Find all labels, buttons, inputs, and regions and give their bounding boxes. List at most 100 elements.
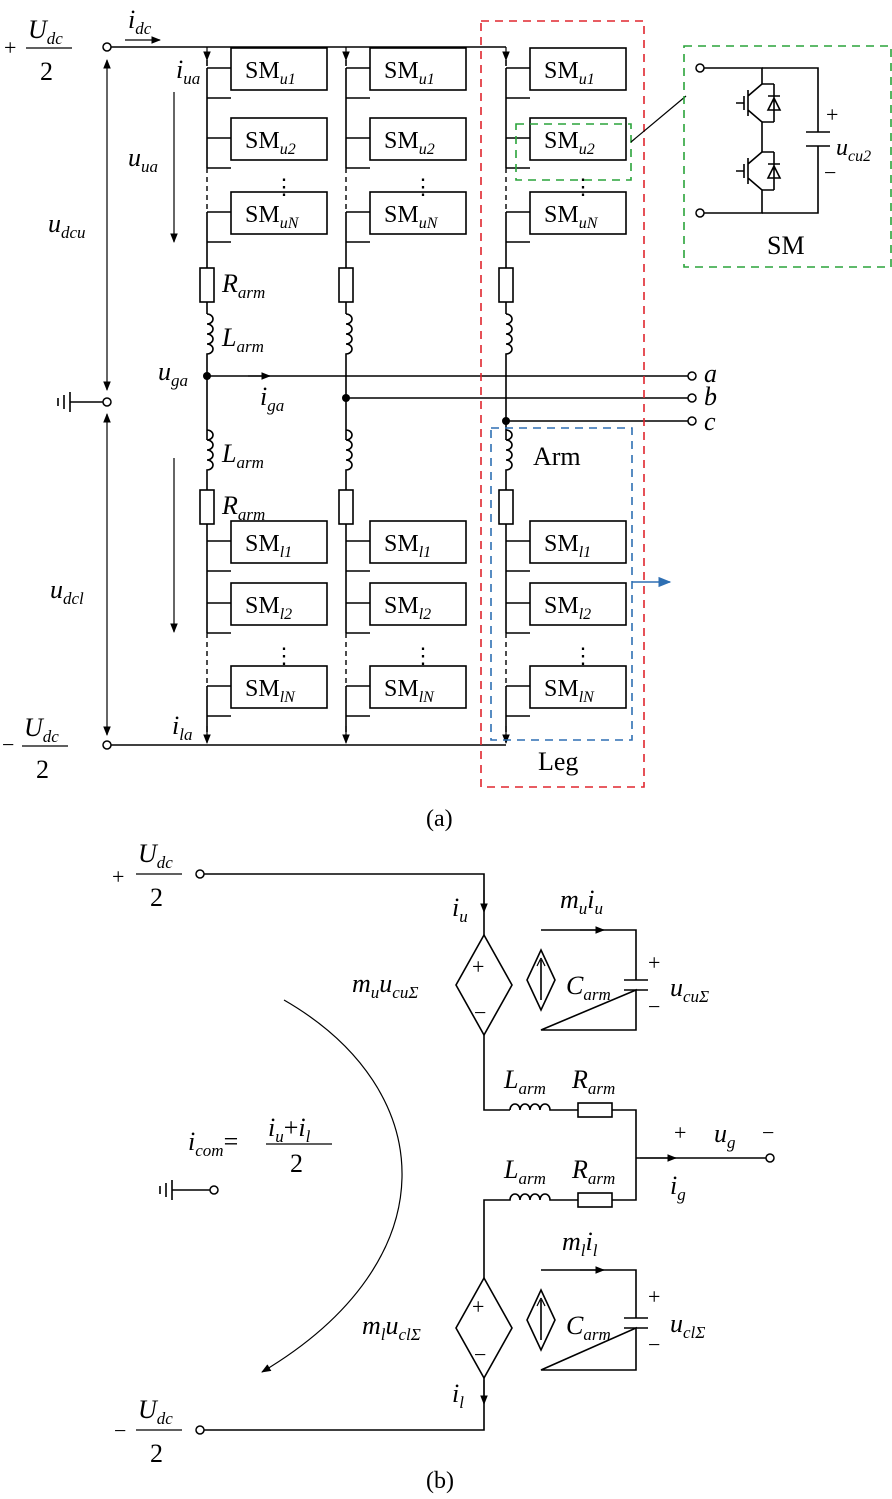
- b-i-com-num: iu+il: [268, 1113, 311, 1146]
- sm-highlight-box: [515, 123, 632, 181]
- svg-text:SMuN: SMuN: [544, 202, 599, 232]
- b-i-l-label: il: [452, 1379, 464, 1412]
- b-pos-den: 2: [150, 883, 163, 912]
- svg-text:⋮: ⋮: [273, 174, 295, 199]
- sm-lower-1-1: SMl2: [346, 582, 467, 634]
- sm-plus: +: [826, 102, 838, 127]
- b-neg-den: 2: [150, 1439, 163, 1468]
- svg-text:SMlN: SMlN: [384, 676, 435, 706]
- b-i-u-label: iu: [452, 893, 468, 926]
- i-ga-label: iga: [260, 382, 284, 415]
- arm-label: Arm: [533, 442, 581, 471]
- sm-lower-2-0: SMl1: [506, 520, 627, 572]
- b-cur-u-label: muiu: [560, 885, 603, 918]
- pos-num: Udc: [28, 15, 63, 48]
- sm-detail-box: [683, 45, 892, 268]
- svg-text:SMl1: SMl1: [544, 531, 591, 561]
- b-src-u-label: muucuΣ: [352, 969, 418, 1002]
- svg-text:SMuN: SMuN: [384, 202, 439, 232]
- upper-resistor: [577, 1102, 613, 1118]
- svg-text:+: +: [648, 1284, 660, 1309]
- svg-text:SMu1: SMu1: [544, 58, 595, 88]
- i-dc-label: idc: [128, 5, 152, 38]
- b-pos-sign: +: [112, 864, 124, 889]
- terminal-a: [687, 371, 697, 381]
- b-u-g-label: ug: [714, 1119, 736, 1152]
- svg-text:SMu1: SMu1: [384, 58, 435, 88]
- svg-text:⋮: ⋮: [273, 643, 295, 668]
- b-c-arm-lower-label: Carm: [566, 1311, 611, 1344]
- svg-text:SMu2: SMu2: [245, 128, 296, 158]
- pos-den: 2: [40, 57, 53, 86]
- upper-inductor: [509, 1103, 578, 1111]
- sm-lower-1-0: SMl1: [346, 520, 467, 572]
- lower-inductor: [483, 1193, 578, 1278]
- figure-b: + Udc 2 iu + − muucuΣ muiu Carm + − ucuΣ…: [112, 839, 775, 1494]
- phase-b-label: b: [704, 382, 717, 411]
- terminal-b: [687, 393, 697, 403]
- sm-upper-2-1: SMu2: [506, 117, 627, 169]
- b-u-cus-label: ucuΣ: [670, 973, 709, 1006]
- svg-text:SMlN: SMlN: [245, 676, 296, 706]
- r-arm-upper-label: Rarm: [221, 269, 265, 302]
- b-l-arm-upper-label: Larm: [503, 1065, 546, 1098]
- i-ua-label: iua: [176, 55, 200, 88]
- sm-lower-0-0: SMl1: [207, 520, 328, 572]
- b-u-cls-label: uclΣ: [670, 1309, 705, 1342]
- sm-lower-0-2: SMlN: [207, 665, 328, 717]
- u-ua-label: uua: [128, 143, 158, 176]
- svg-text:−: −: [474, 1000, 486, 1025]
- b-r-arm-upper-label: Rarm: [571, 1065, 615, 1098]
- svg-text:−: −: [474, 1342, 486, 1367]
- svg-text:SMu2: SMu2: [544, 128, 595, 158]
- b-i-g-label: ig: [670, 1171, 686, 1204]
- dc-positive-terminal: [102, 42, 112, 52]
- b-r-arm-lower-label: Rarm: [571, 1155, 615, 1188]
- svg-text:+: +: [648, 950, 660, 975]
- svg-text:SMlN: SMlN: [544, 676, 595, 706]
- caption-b: (b): [426, 1468, 454, 1494]
- svg-text:−: −: [648, 994, 660, 1019]
- svg-text:SMu1: SMu1: [245, 58, 296, 88]
- pos-sign: +: [4, 35, 16, 60]
- terminal-c: [687, 416, 697, 426]
- sm-upper-1-0: SMu1: [346, 47, 467, 99]
- svg-text:SMu2: SMu2: [384, 128, 435, 158]
- midpoint-terminal: [102, 397, 112, 407]
- dc-negative-terminal: [102, 740, 112, 750]
- l-arm-lower-label: Larm: [221, 439, 264, 472]
- sm-upper-2-0: SMu1: [506, 47, 627, 99]
- caption-a: (a): [426, 806, 453, 832]
- svg-text:SMl2: SMl2: [384, 593, 431, 623]
- u-dcu-label: udcu: [48, 209, 86, 242]
- svg-text:SMl1: SMl1: [384, 531, 431, 561]
- ground-icon-a: [57, 392, 103, 412]
- leg-label: Leg: [538, 747, 578, 776]
- sm-upper-1-2: SMuN: [346, 191, 467, 243]
- b-neg-sign: −: [114, 1418, 126, 1443]
- svg-text:SMl2: SMl2: [245, 593, 292, 623]
- r-arm-lower-label: Rarm: [221, 491, 265, 524]
- lower-current-source: [526, 1288, 556, 1352]
- svg-text:SMuN: SMuN: [245, 202, 300, 232]
- phase-a-label: a: [704, 359, 717, 388]
- sm-upper-0-0: SMu1: [207, 47, 328, 99]
- svg-text:+: +: [472, 954, 484, 979]
- b-pos-num: Udc: [138, 839, 173, 872]
- neg-sign: −: [2, 732, 14, 757]
- u-dcl-label: udcl: [50, 575, 84, 608]
- svg-text:⋮: ⋮: [572, 174, 594, 199]
- sm-upper-0-1: SMu2: [207, 117, 328, 169]
- neg-num: Udc: [24, 713, 59, 746]
- sm-detail-label: SM: [767, 231, 805, 260]
- sm-upper-2-2: SMuN: [506, 191, 627, 243]
- lower-resistor: [577, 1192, 613, 1208]
- u-cu2-label: ucu2: [836, 135, 871, 165]
- b-c-arm-upper-label: Carm: [566, 971, 611, 1004]
- sm-upper-1-1: SMu2: [346, 117, 467, 169]
- svg-text:⋮: ⋮: [412, 643, 434, 668]
- figure-a: + Udc 2 − Udc 2 idc udcu udcl iua uua ug…: [2, 5, 892, 832]
- sm-lower-0-1: SMl2: [207, 582, 328, 634]
- neg-den: 2: [36, 755, 49, 784]
